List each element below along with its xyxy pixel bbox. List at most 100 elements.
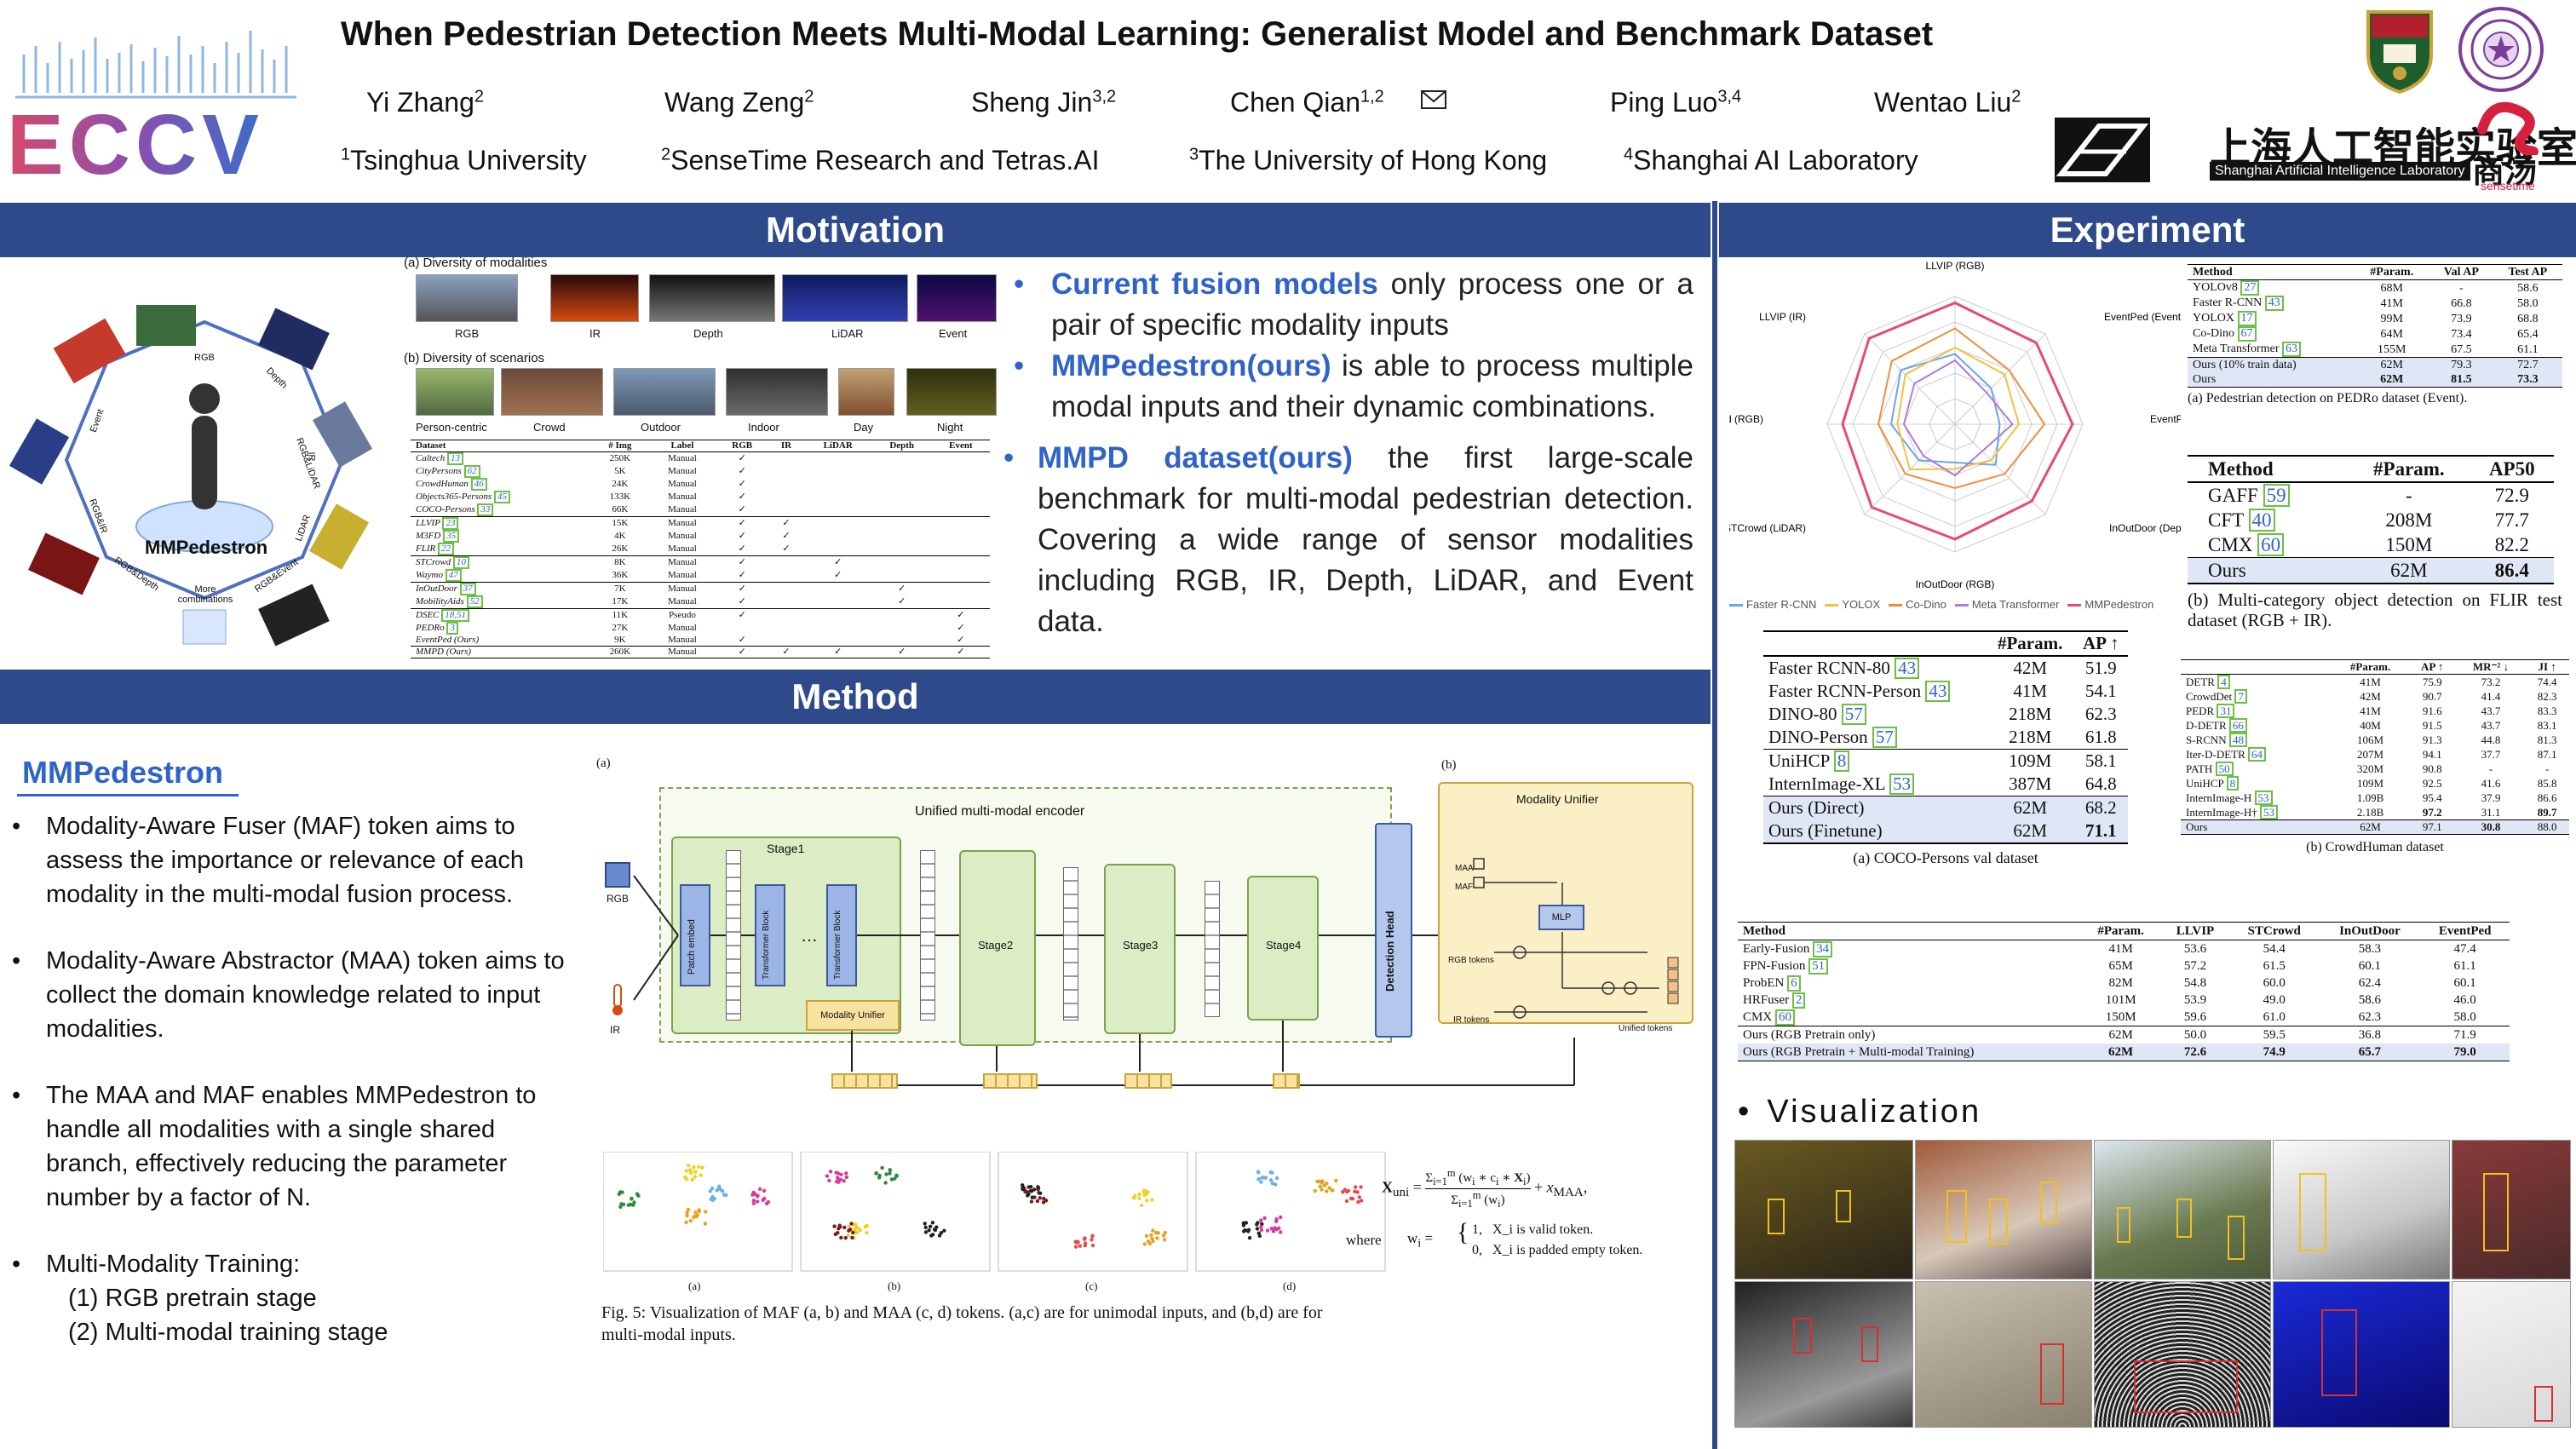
table-cell: - (2406, 485, 2412, 506)
tsne-point (1029, 1199, 1034, 1204)
citation-link[interactable]: 8 (1833, 750, 1850, 772)
citation-link[interactable]: 10 (452, 556, 469, 569)
citation-link[interactable]: 62 (463, 465, 480, 478)
visualization-grid (1734, 1140, 2571, 1429)
tsne-point (694, 1214, 699, 1218)
detection-boxes-overlay (1768, 1173, 2553, 1422)
tsne-point (715, 1188, 719, 1193)
citation-link[interactable]: 59 (2263, 484, 2290, 507)
method-point-4: •Multi-Modality Training: (12, 1251, 301, 1278)
tsne-point (628, 1202, 633, 1207)
tsne-point (630, 1197, 634, 1201)
citation-link[interactable]: 53 (2260, 805, 2278, 819)
tsne-point (851, 1230, 855, 1235)
citation-link[interactable]: 57 (1872, 727, 1897, 748)
citation-link[interactable]: 60 (1774, 1009, 1795, 1026)
citation-link[interactable]: 3 (446, 622, 458, 635)
citation-link[interactable]: 4 (2217, 675, 2230, 689)
table-cell: 36K (612, 570, 629, 580)
citation-link[interactable]: 57 (1841, 704, 1866, 725)
tsne-point (1279, 1215, 1283, 1220)
tsne-point (1242, 1229, 1246, 1233)
citation-link[interactable]: 2 (1791, 992, 1806, 1009)
table-cell: 51.9 (2084, 658, 2117, 678)
citation-link[interactable]: 8 (2226, 776, 2240, 791)
table-cell (932, 530, 990, 543)
tsne-point (1274, 1228, 1279, 1232)
tsne-point (833, 1232, 837, 1237)
citation-link[interactable]: 53 (2254, 791, 2273, 805)
citation-link[interactable]: 23 (442, 517, 459, 530)
scenario-thumb-night (906, 368, 997, 416)
table-cell: ✓ (957, 635, 965, 645)
citation-link[interactable]: 43 (1925, 681, 1951, 702)
citation-link[interactable]: 66 (2228, 718, 2247, 733)
tsne-point (1325, 1189, 1329, 1193)
citation-link[interactable]: 43 (1895, 658, 1920, 679)
citation-link[interactable]: 34 (1813, 941, 1833, 957)
table-cell (804, 622, 872, 635)
scenario-label-indoor: Indoor (748, 421, 779, 434)
table-cell: 61.1 (2453, 959, 2476, 973)
citation-link[interactable]: 53 (1889, 773, 1915, 795)
table-cell: 62M (2108, 1045, 2134, 1059)
citation-link[interactable]: 18,51 (441, 609, 469, 622)
visualization-heading: • Visualization (1738, 1094, 1982, 1130)
table-cell (872, 465, 932, 478)
citation-link[interactable]: 64 (2248, 747, 2267, 762)
citation-link[interactable]: 33 (477, 503, 494, 516)
tsne-point (843, 1236, 848, 1240)
citation-link[interactable]: 13 (446, 452, 463, 465)
citation-link[interactable]: 60 (2257, 533, 2285, 556)
table-cell: 1.09B (2356, 791, 2384, 804)
method-name-cell: FPN-Fusion 51 (1738, 957, 2080, 975)
citation-link[interactable]: 17 (2237, 311, 2257, 326)
tsne-point (1259, 1225, 1263, 1229)
tsne-point (1041, 1200, 1046, 1205)
table-cell: 9K (614, 635, 626, 645)
citation-link[interactable]: 48 (2228, 733, 2247, 747)
citation-link[interactable]: 63 (2282, 342, 2301, 357)
tsne-point (1279, 1230, 1283, 1234)
citation-link[interactable]: 46 (470, 478, 487, 491)
radar-axis-label: EventPed (RGB) (2150, 413, 2181, 425)
table-cell: 207M (2357, 747, 2384, 761)
citation-link[interactable]: 31 (2217, 704, 2235, 718)
citation-link[interactable]: 43 (2264, 296, 2284, 311)
citation-link[interactable]: 52 (466, 595, 483, 608)
table-cell (932, 569, 990, 583)
table-cell: ✓ (738, 479, 746, 489)
citation-link[interactable]: 27 (2240, 280, 2260, 296)
citation-link[interactable]: 22 (437, 543, 454, 555)
citation-link[interactable]: 35 (443, 530, 460, 543)
citation-link[interactable]: 51 (1808, 958, 1829, 975)
mail-icon[interactable] (1421, 90, 1446, 109)
table-cell: ✓ (738, 610, 746, 620)
citation-link[interactable]: 37 (459, 583, 476, 595)
tsne-point (692, 1165, 696, 1170)
tsne-point (865, 1223, 869, 1228)
citation-link[interactable]: 45 (493, 491, 510, 503)
method-name-cell: MobilityAids 52 (411, 595, 591, 609)
tsne-point (1042, 1196, 1046, 1201)
citation-link[interactable]: 67 (2237, 326, 2257, 342)
rgb-tokens-label: RGB tokens (1448, 956, 1494, 965)
citation-link[interactable]: 47 (445, 569, 462, 582)
citation-link[interactable]: 50 (2215, 762, 2234, 776)
tsne-point (688, 1218, 693, 1223)
citation-link[interactable]: 7 (2234, 689, 2247, 704)
affiliation-4: 4Shanghai AI Laboratory (1624, 145, 1918, 175)
table-cell: 66K (612, 504, 629, 515)
tsne-point (884, 1172, 888, 1176)
table-cell (872, 503, 932, 517)
citation-link[interactable]: 6 (1787, 975, 1801, 992)
table-cell: 60.0 (2263, 976, 2286, 990)
citation-link[interactable]: 40 (2248, 509, 2275, 532)
table-cell: 79.0 (2453, 1045, 2476, 1059)
method-name-cell: Ours (Direct) (1768, 797, 1865, 818)
